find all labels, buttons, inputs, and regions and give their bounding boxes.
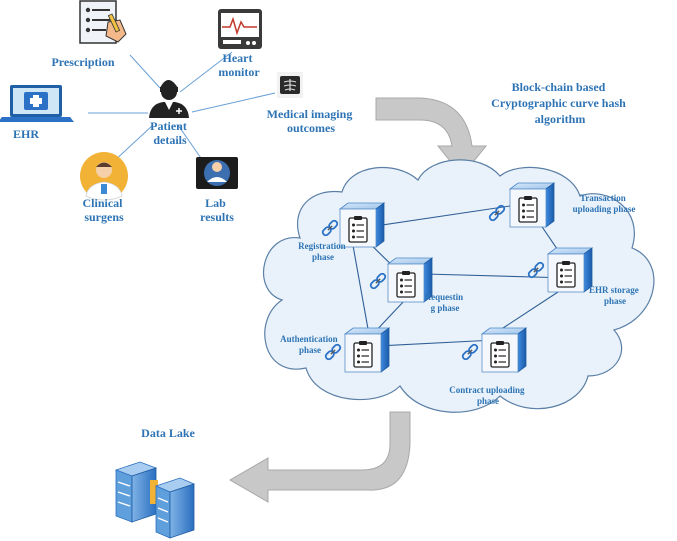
node-ehr-storage — [547, 247, 593, 293]
algorithm-line-3: algorithm — [535, 112, 586, 126]
registration-line-2: phase — [312, 252, 334, 262]
patient-spokes — [88, 51, 276, 164]
medical-imaging-label: Medical imaging outcomes — [267, 107, 356, 135]
transaction-line-2: uploading phase — [573, 204, 636, 214]
clinical-surgens-line-1: Clinical — [82, 196, 123, 210]
transaction-line-1: Transaction — [580, 193, 626, 203]
flow-arrow-to-data-lake — [229, 411, 411, 503]
node-transaction — [509, 182, 555, 228]
algorithm-line-1: Block-chain based — [512, 80, 606, 94]
authentication-line-1: Authentication — [280, 334, 338, 344]
registration-phase-label: Registration phase — [298, 241, 348, 262]
authentication-phase-label: Authentication phase — [280, 334, 340, 355]
prescription-label: Prescription — [51, 55, 114, 69]
surgeon-icon — [80, 152, 128, 201]
medical-imaging-line-2: outcomes — [287, 121, 335, 135]
server-icon — [154, 477, 196, 539]
data-lake-label: Data Lake — [141, 426, 195, 440]
requesting-line-2: g phase — [431, 303, 460, 313]
lab-results-line-2: results — [200, 210, 234, 224]
transaction-phase-label: Transaction uploading phase — [573, 193, 636, 214]
clinical-surgens-label: Clinical surgens — [82, 196, 125, 224]
server-icon — [114, 461, 158, 523]
requesting-phase-label: Requestin g phase — [425, 292, 466, 313]
patient-details-label: Patient details — [150, 119, 190, 147]
algorithm-line-2: Cryptographic curve hash — [491, 96, 626, 110]
contract-phase-label: Contract uploading phase — [449, 385, 527, 406]
ehr-storage-line-1: EHR storage — [589, 285, 639, 295]
heart-monitor-label: Heart monitor — [218, 51, 260, 79]
medical-imaging-line-1: Medical imaging — [267, 107, 353, 121]
node-authentication — [344, 327, 390, 373]
registration-line-1: Registration — [298, 241, 346, 251]
patient-details-line-2: details — [153, 133, 187, 147]
prescription-icon — [79, 0, 127, 44]
patient-icon — [149, 80, 189, 118]
lab-results-label: Lab results — [200, 196, 234, 224]
laptop-icon — [0, 85, 74, 122]
clinical-surgens-line-2: surgens — [84, 210, 124, 224]
lab-results-line-1: Lab — [205, 196, 226, 210]
heart-monitor-line-1: Heart — [223, 51, 253, 65]
ehr-storage-phase-label: EHR storage phase — [589, 285, 641, 306]
algorithm-label: Block-chain based Cryptographic curve ha… — [491, 80, 629, 126]
requesting-line-1: Requestin — [425, 292, 464, 302]
heart-monitor-icon — [218, 9, 262, 49]
medical-imaging-icon — [277, 72, 303, 98]
ehr-label: EHR — [13, 127, 39, 141]
contract-line-2: phase — [477, 396, 499, 406]
node-contract — [481, 327, 527, 373]
heart-monitor-line-2: monitor — [218, 65, 260, 79]
authentication-line-2: phase — [299, 345, 321, 355]
ehr-storage-line-2: phase — [604, 296, 626, 306]
contract-line-1: Contract uploading — [449, 385, 525, 395]
patient-details-line-1: Patient — [150, 119, 187, 133]
lab-results-icon — [196, 157, 238, 189]
